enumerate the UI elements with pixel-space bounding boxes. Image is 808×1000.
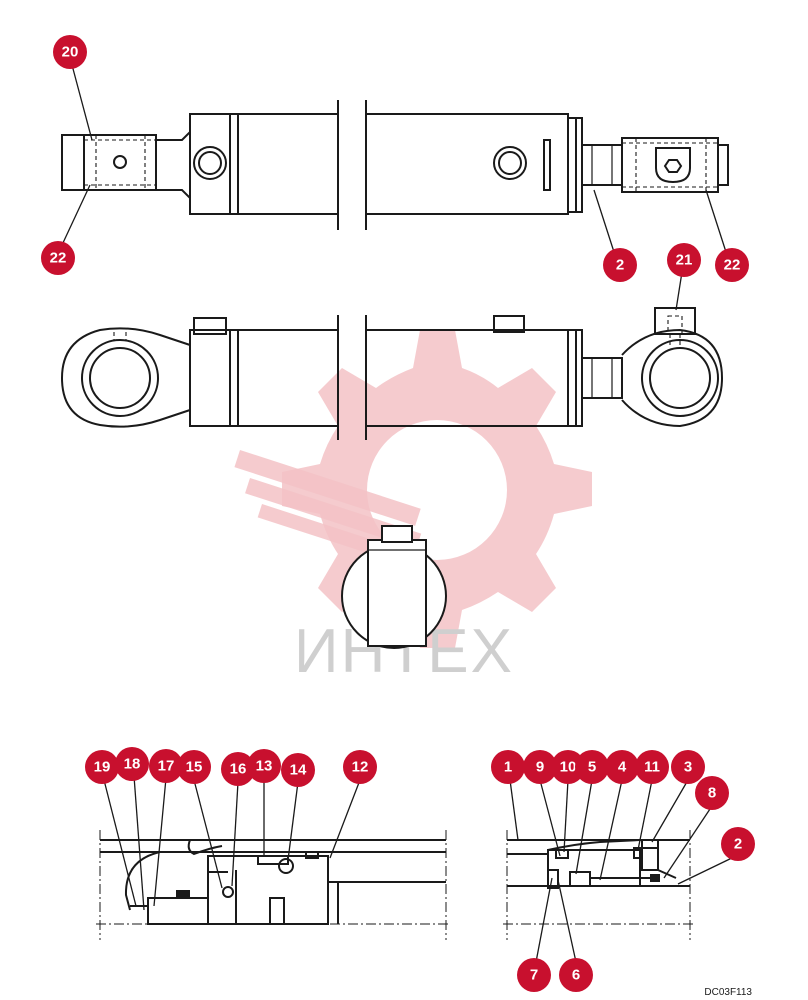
cylinder-top-view [61, 100, 729, 230]
svg-text:22: 22 [50, 250, 67, 267]
leader-lines [61, 64, 737, 963]
callout-10[interactable]: 10 [551, 750, 585, 784]
svg-text:12: 12 [352, 759, 369, 776]
callout-12[interactable]: 12 [343, 750, 377, 784]
svg-text:9: 9 [536, 759, 544, 776]
callout-7[interactable]: 7 [517, 958, 551, 992]
callout-18[interactable]: 18 [115, 747, 149, 781]
callout-1[interactable]: 1 [491, 750, 525, 784]
svg-text:2: 2 [734, 836, 742, 853]
callout-11[interactable]: 11 [635, 750, 669, 784]
callout-6[interactable]: 6 [559, 958, 593, 992]
callout-8[interactable]: 8 [695, 776, 729, 810]
section-detail-left [96, 830, 450, 940]
svg-text:15: 15 [186, 759, 203, 776]
callout-5[interactable]: 5 [575, 750, 609, 784]
cylinder-side-view [60, 307, 724, 440]
callout-4[interactable]: 4 [605, 750, 639, 784]
svg-text:19: 19 [94, 759, 111, 776]
svg-text:22: 22 [724, 257, 741, 274]
svg-text:4: 4 [618, 759, 627, 776]
svg-text:2: 2 [616, 257, 624, 274]
callout-22-left[interactable]: 22 [41, 241, 75, 275]
callout-2-bottom[interactable]: 2 [721, 827, 755, 861]
section-detail-right [503, 830, 694, 940]
svg-text:3: 3 [684, 759, 692, 776]
callout-15[interactable]: 15 [177, 750, 211, 784]
svg-text:18: 18 [124, 756, 141, 773]
svg-text:8: 8 [708, 785, 716, 802]
callout-21[interactable]: 21 [667, 243, 701, 277]
callout-2-top[interactable]: 2 [603, 248, 637, 282]
callout-16[interactable]: 16 [221, 752, 255, 786]
svg-text:1: 1 [504, 759, 512, 776]
callout-19[interactable]: 19 [85, 750, 119, 784]
svg-text:17: 17 [158, 758, 175, 775]
svg-text:16: 16 [230, 761, 247, 778]
callout-17[interactable]: 17 [149, 749, 183, 783]
svg-text:11: 11 [644, 759, 660, 776]
callout-22-right[interactable]: 22 [715, 248, 749, 282]
callout-13[interactable]: 13 [247, 749, 281, 783]
drawing-code: DC03F113 [704, 987, 752, 998]
svg-text:10: 10 [560, 759, 577, 776]
callout-20[interactable]: 20 [53, 35, 87, 69]
svg-text:7: 7 [530, 967, 538, 984]
svg-text:13: 13 [256, 758, 273, 775]
svg-text:6: 6 [572, 967, 580, 984]
svg-text:5: 5 [588, 759, 596, 776]
callout-3[interactable]: 3 [671, 750, 705, 784]
svg-text:20: 20 [62, 44, 79, 61]
callout-9[interactable]: 9 [523, 750, 557, 784]
cylinder-end-view [341, 525, 447, 649]
callout-14[interactable]: 14 [281, 753, 315, 787]
svg-text:14: 14 [290, 762, 307, 779]
svg-text:21: 21 [676, 252, 693, 269]
